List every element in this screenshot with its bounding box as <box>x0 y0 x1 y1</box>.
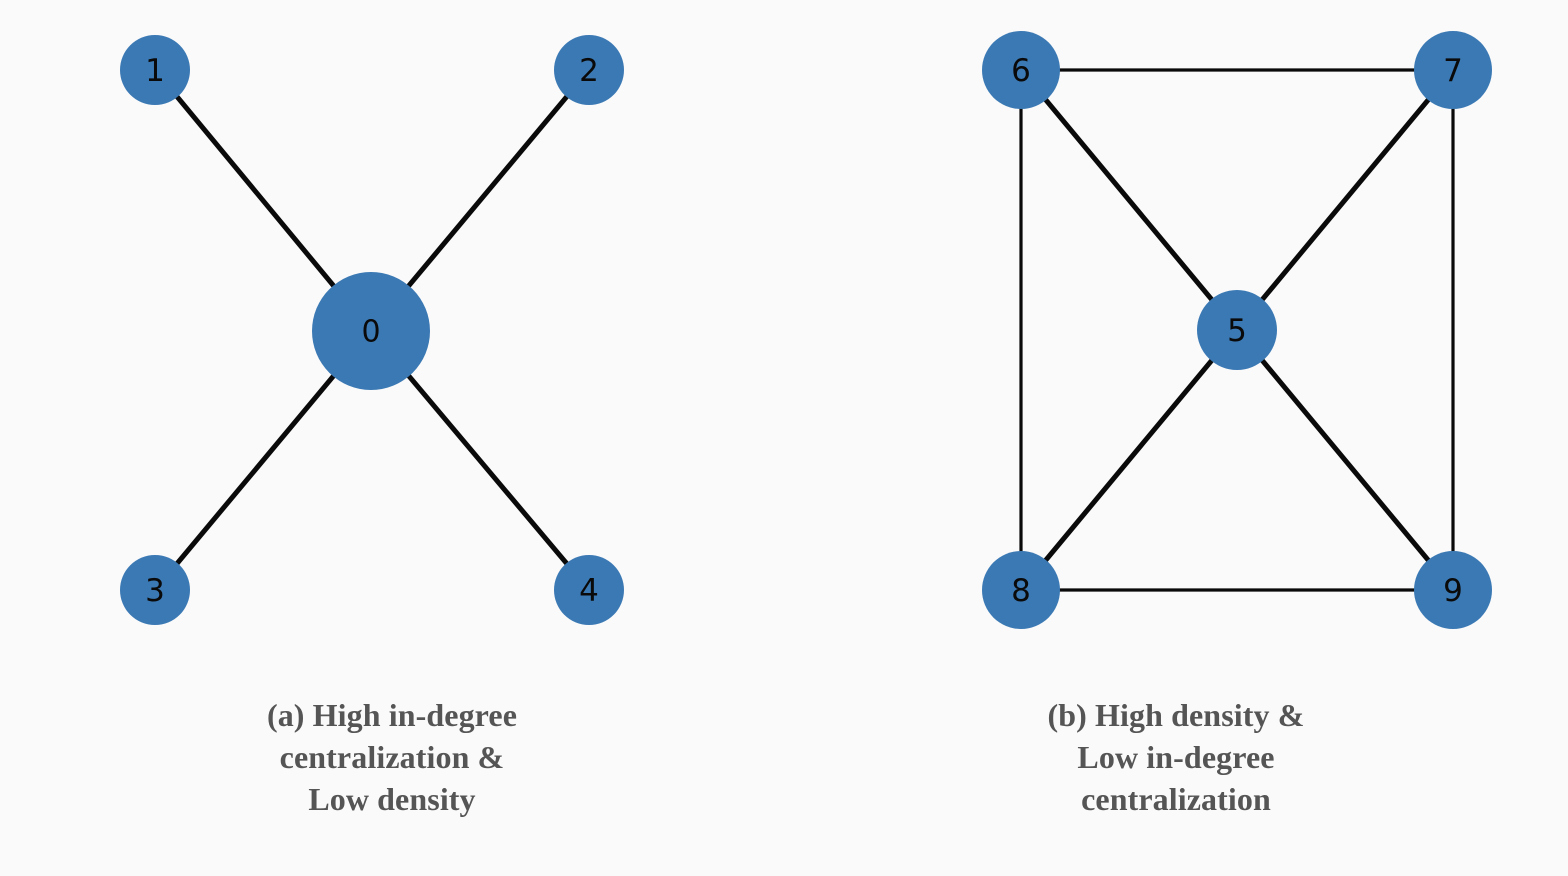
graph-a: 0 1 2 3 4 <box>120 35 624 625</box>
node-circle-3 <box>120 555 190 625</box>
node-9[interactable]: 9 <box>1414 551 1492 629</box>
caption-line-3: Low density <box>308 781 476 818</box>
node-label-4: 4 <box>579 573 599 609</box>
node-label-0: 0 <box>361 315 380 350</box>
caption-line-2: centralization & <box>279 739 505 776</box>
node-circle-4 <box>554 555 624 625</box>
node-label-3: 3 <box>145 573 165 609</box>
node-7[interactable]: 7 <box>1414 31 1492 109</box>
panel-a: 0 1 2 3 4 (a) High in-degree centralization &… <box>0 35 784 821</box>
node-label-6: 6 <box>1011 53 1031 89</box>
node-label-5: 5 <box>1227 313 1247 349</box>
node-label-1: 1 <box>145 53 165 89</box>
caption-line-1: (b) High density & <box>1047 697 1305 733</box>
edge-7-5 <box>1235 68 1455 332</box>
caption-line-1: (a) High in-degree <box>266 697 518 733</box>
node-circle-7 <box>1414 31 1492 109</box>
caption-line-3: centralization <box>1081 781 1271 818</box>
node-circle-2 <box>554 35 624 105</box>
node-label-8: 8 <box>1011 573 1031 609</box>
node-label-7: 7 <box>1443 53 1463 89</box>
edge-6-5 <box>1019 68 1239 332</box>
caption-b: (b) High density & Low in-degree centraliz… <box>784 694 1568 821</box>
node-label-9: 9 <box>1443 573 1463 609</box>
node-1[interactable]: 1 <box>120 35 190 105</box>
node-0[interactable]: 0 <box>312 272 430 390</box>
node-3[interactable]: 3 <box>120 555 190 625</box>
edge-8-5 <box>1019 328 1239 592</box>
caption-line-2: Low in-degree <box>1077 739 1275 776</box>
graph-b: 5 6 7 8 9 <box>982 31 1492 629</box>
node-circle-6 <box>982 31 1060 109</box>
caption-a: (a) High in-degree centralization & Low de… <box>0 694 784 821</box>
node-4[interactable]: 4 <box>554 555 624 625</box>
node-2[interactable]: 2 <box>554 35 624 105</box>
panel-b: 5 6 7 8 9 (b) High density & Low in-degree cen… <box>784 0 1568 876</box>
node-circle-9 <box>1414 551 1492 629</box>
node-6[interactable]: 6 <box>982 31 1060 109</box>
node-circle-8 <box>982 551 1060 629</box>
node-circle-5 <box>1197 290 1277 370</box>
node-circle-1 <box>120 35 190 105</box>
node-5[interactable]: 5 <box>1197 290 1277 370</box>
node-8[interactable]: 8 <box>982 551 1060 629</box>
edge-9-5 <box>1235 328 1455 592</box>
node-circle-0 <box>312 272 430 390</box>
node-label-2: 2 <box>579 53 599 89</box>
